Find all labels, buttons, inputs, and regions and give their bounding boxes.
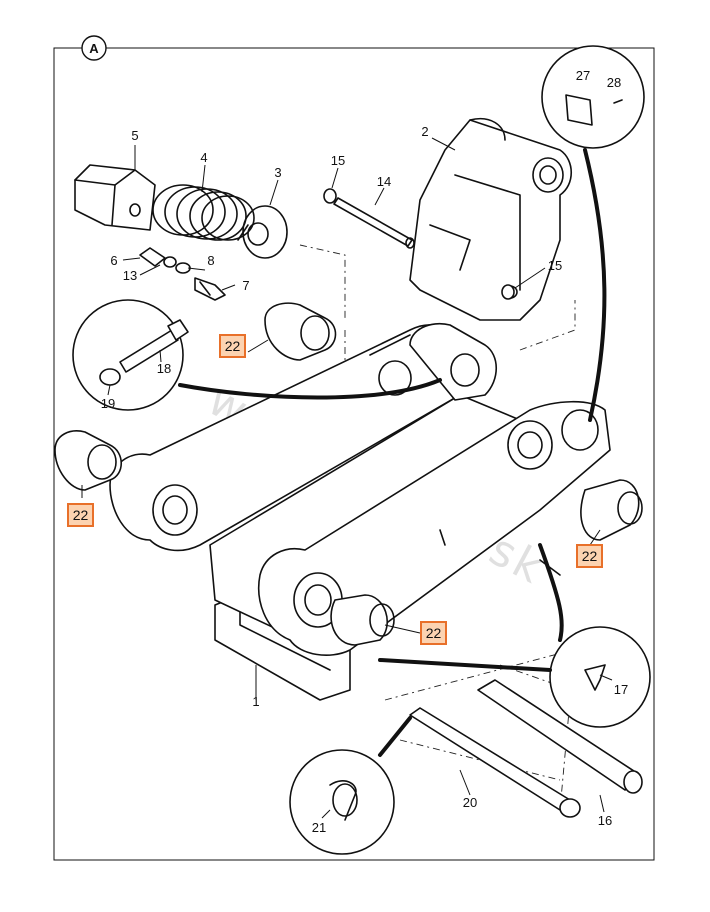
diagram-frame: [53, 47, 655, 861]
highlighted-labels-22: 22 22 22 22: [67, 334, 603, 645]
label-19: 19: [101, 396, 115, 411]
highlight-box-22-d[interactable]: [420, 621, 447, 645]
label-15-upper: 15: [331, 153, 345, 168]
label-4: 4: [200, 150, 207, 165]
label-22-a: 22: [225, 338, 241, 354]
label-7: 7: [242, 278, 249, 293]
quick-hitch-frame: [109, 323, 611, 701]
label-6: 6: [110, 253, 117, 268]
label-1: 1: [252, 694, 259, 709]
pin-part: [333, 197, 415, 249]
label-13: 13: [123, 268, 137, 283]
label-8: 8: [207, 253, 214, 268]
latch-block-part: [74, 164, 156, 231]
long-pins-part: [409, 679, 643, 818]
highlight-box-22-a[interactable]: [219, 334, 246, 358]
label-15-lower: 15: [548, 258, 562, 273]
label-27: 27: [576, 68, 590, 83]
label-22-b: 22: [73, 507, 89, 523]
bushes-part-22: [54, 302, 643, 646]
highlight-box-22-c[interactable]: [576, 544, 603, 568]
label-leaders: [81, 137, 613, 819]
label-3: 3: [274, 165, 281, 180]
label-17: 17: [614, 682, 628, 697]
highlight-box-22-b[interactable]: [67, 503, 94, 527]
label-2: 2: [421, 124, 428, 139]
label-5: 5: [131, 128, 138, 143]
spring-part: [152, 184, 255, 241]
ring-part-upper: [323, 188, 337, 204]
label-18: 18: [157, 361, 171, 376]
label-16: 16: [598, 813, 612, 828]
small-hardware-parts: [139, 247, 226, 301]
detail-callout-circles: [72, 45, 651, 855]
label-21: 21: [312, 820, 326, 835]
view-marker: [81, 35, 107, 61]
label-22-d: 22: [426, 625, 442, 641]
latch-bracket-part: [409, 118, 573, 321]
label-20: 20: [463, 795, 477, 810]
part-labels: 5 4 3 2 15 14 15 6 13 8 7 27 28 18 19 1 …: [101, 68, 628, 835]
label-22-c: 22: [582, 548, 598, 564]
view-letter: A: [89, 41, 99, 56]
label-14: 14: [377, 174, 391, 189]
ring-part-lower: [501, 284, 515, 300]
label-28: 28: [607, 75, 621, 90]
